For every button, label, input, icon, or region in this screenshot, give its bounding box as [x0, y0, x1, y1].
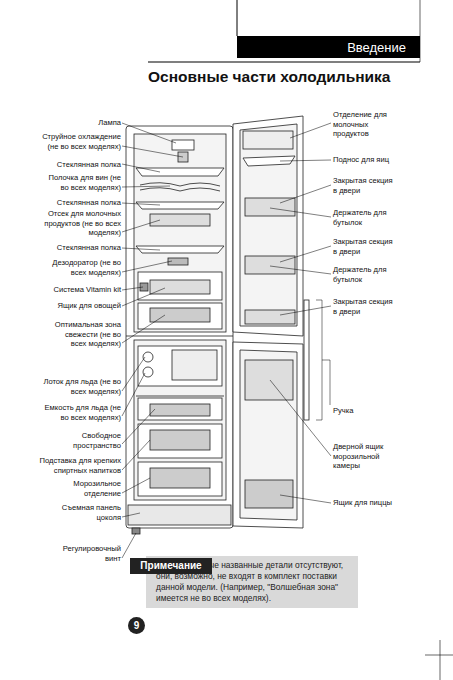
part-label: Морозильное отделение — [51, 479, 121, 498]
part-label: Оптимальная зона свежести (не во всех мо… — [51, 320, 121, 349]
node-text: 9 — [128, 617, 145, 634]
node-text: Примечание — [130, 560, 212, 571]
part-label: Ручка — [333, 406, 393, 416]
note-label: Примечание — [130, 558, 212, 574]
part-label: Дверной ящик морозильной камеры — [333, 442, 395, 471]
part-label: Отсек для молочных продуктов (не во всех… — [41, 209, 121, 238]
part-label: Ящик для овощей — [41, 301, 121, 311]
part-label: Закрытая секция в двери — [333, 297, 395, 316]
page-number-circle: 9 — [128, 617, 145, 634]
part-label: Поднос для яиц — [333, 155, 403, 165]
part-label: Регулировочный винт — [51, 544, 121, 563]
part-label: Стеклянная полка — [41, 198, 121, 208]
part-label: Отделение для молочных продуктов — [333, 110, 395, 139]
part-label: Подставка для крепких спиртных напитков — [31, 456, 121, 475]
part-label: Лоток для льда (не во всех моделях) — [41, 377, 121, 396]
part-label: Закрытая секция в двери — [333, 176, 395, 195]
part-label: Емкость для льда (не во всех моделях) — [41, 403, 121, 422]
part-label: Лампа — [61, 118, 121, 128]
part-label: Стеклянная полка — [41, 160, 121, 170]
part-label: Струйное охлаждение (не во всех моделях) — [41, 132, 121, 151]
part-label: Закрытая секция в двери — [333, 237, 395, 256]
part-label: Свободное пространство — [61, 431, 121, 450]
part-label: Держатель для бутылок — [333, 265, 389, 284]
part-label: Дезодоратор (не во всех моделях) — [41, 258, 121, 277]
part-label: Ящик для пиццы — [333, 498, 403, 508]
node-text: Введение — [237, 40, 406, 55]
part-label: Система Vitamin kit — [31, 285, 121, 295]
part-label: Держатель для бутылок — [333, 208, 389, 227]
header-band: Введение — [237, 36, 420, 58]
page-title: Основные части холодильника — [148, 68, 390, 86]
part-label: Стеклянная полка — [41, 243, 121, 253]
part-label: Съемная панель цоколя — [51, 503, 121, 522]
part-label: Полочка для вин (не во всех моделях) — [41, 173, 121, 192]
